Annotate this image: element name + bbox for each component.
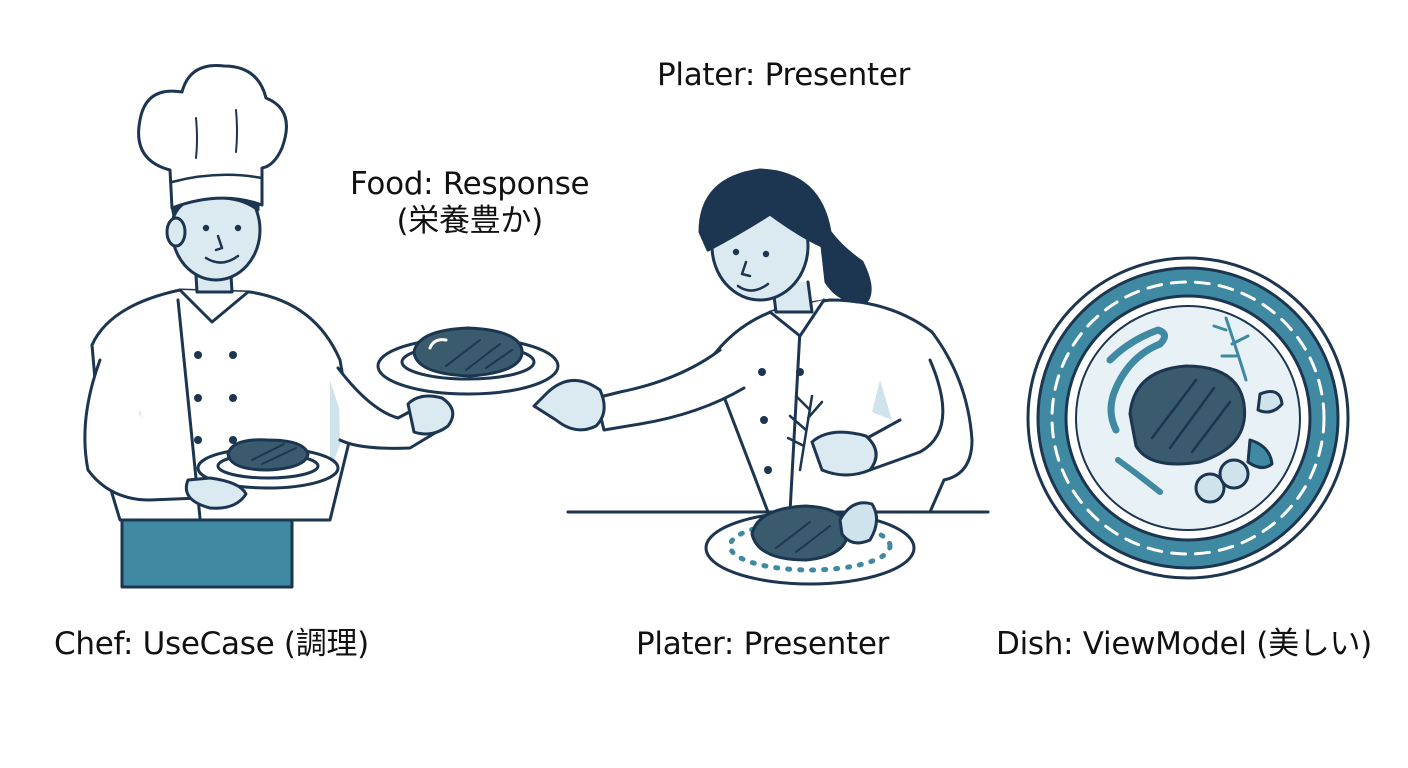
plater-steak (752, 506, 848, 560)
chef-figure (85, 66, 453, 587)
label-dish: Dish: ViewModel (美しい) (996, 626, 1372, 663)
label-food-line2: (栄養豊か) (350, 203, 589, 240)
dish (1028, 258, 1348, 578)
label-chef: Chef: UseCase (調理) (54, 626, 369, 663)
label-food: Food: Response (栄養豊か) (350, 166, 589, 240)
label-plater: Plater: Presenter (636, 626, 889, 663)
label-plater-top: Plater: Presenter (657, 57, 910, 94)
chef-apron (122, 518, 292, 587)
label-food-line1: Food: Response (350, 166, 589, 202)
plater-figure (534, 170, 988, 512)
dish-steak (1130, 366, 1245, 464)
chef-hat (139, 66, 287, 208)
chef-lower-steak (228, 440, 308, 470)
plater-plate (706, 503, 914, 584)
handover-plate (378, 328, 558, 394)
